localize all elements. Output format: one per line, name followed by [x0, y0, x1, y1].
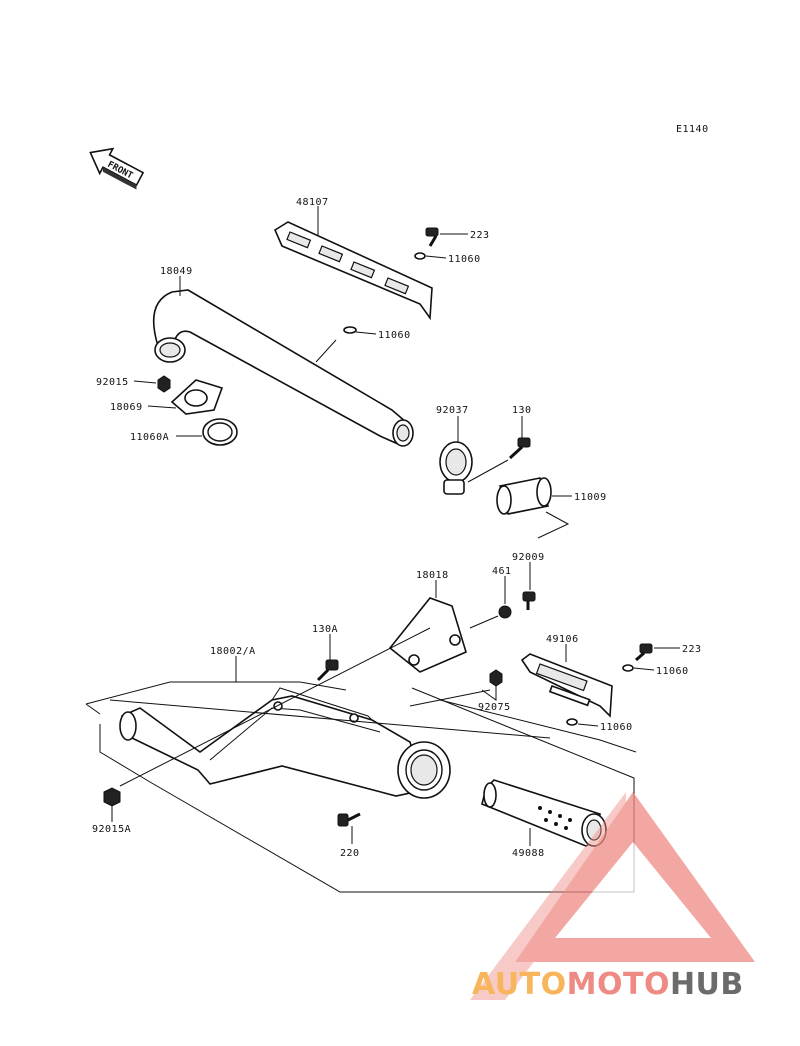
collar-461: [498, 605, 512, 619]
bolt-130A: [316, 659, 339, 682]
callout-130A: 130A: [312, 624, 338, 635]
bolt-220: [337, 812, 361, 827]
gasket-11060A: [202, 418, 238, 446]
callout-48107: 48107: [296, 197, 329, 208]
callout-11060A: 11060A: [130, 432, 169, 443]
callout-11060-c: 11060: [656, 666, 689, 677]
callout-92015: 92015: [96, 377, 129, 388]
watermark-part-moto: MOTO: [567, 967, 670, 1002]
flange-18069: [170, 379, 224, 415]
watermark-logo-text: AUTOMOTOHUB: [472, 967, 744, 1002]
heat-guard-48107: [273, 221, 433, 321]
callout-92015A: 92015A: [92, 824, 131, 835]
callout-49106: 49106: [546, 634, 579, 645]
nut-92015A: [103, 787, 121, 807]
callout-223-upper: 223: [470, 230, 490, 241]
washer-11060-a: [414, 252, 426, 260]
callout-18049: 18049: [160, 266, 193, 277]
bolt-92009: [522, 591, 536, 610]
front-arrow-icon: FRONT: [89, 147, 145, 190]
callout-11060-d: 11060: [600, 722, 633, 733]
callout-18002A: 18002/A: [210, 646, 256, 657]
callout-92037: 92037: [436, 405, 469, 416]
watermark-part-hub: HUB: [670, 967, 744, 1002]
callout-130: 130: [512, 405, 532, 416]
bolt-223-upper: [425, 227, 439, 247]
callout-223-lower: 223: [682, 644, 702, 655]
automotohub-watermark: [470, 792, 755, 1000]
callout-11060-b: 11060: [378, 330, 411, 341]
muffler-18002A: [119, 687, 451, 799]
washer-11060-d: [566, 718, 578, 726]
nut-92015: [157, 375, 171, 393]
callout-92075: 92075: [478, 702, 511, 713]
callout-49088: 49088: [512, 848, 545, 859]
bracket-18018: [388, 597, 467, 673]
washer-11060-b: [343, 326, 357, 334]
spark-arrestor-49088: [481, 779, 607, 847]
callout-18069: 18069: [110, 402, 143, 413]
callout-11009: 11009: [574, 492, 607, 503]
exhaust-pipe-18049: [152, 289, 414, 447]
callout-92009: 92009: [512, 552, 545, 563]
callout-11060-a: 11060: [448, 254, 481, 265]
callout-18018: 18018: [416, 570, 449, 581]
bolt-130: [508, 437, 531, 460]
bolt-223-lower: [635, 643, 653, 662]
heat-guard-49106: [520, 653, 613, 718]
diagram-code: E1140: [676, 124, 709, 135]
callout-461: 461: [492, 566, 512, 577]
watermark-part-auto: AUTO: [472, 967, 567, 1002]
nut-92075: [489, 669, 503, 687]
washer-11060-c: [622, 664, 634, 672]
clamp-92037: [439, 441, 473, 495]
callout-220: 220: [340, 848, 360, 859]
sleeve-11009: [496, 477, 552, 515]
